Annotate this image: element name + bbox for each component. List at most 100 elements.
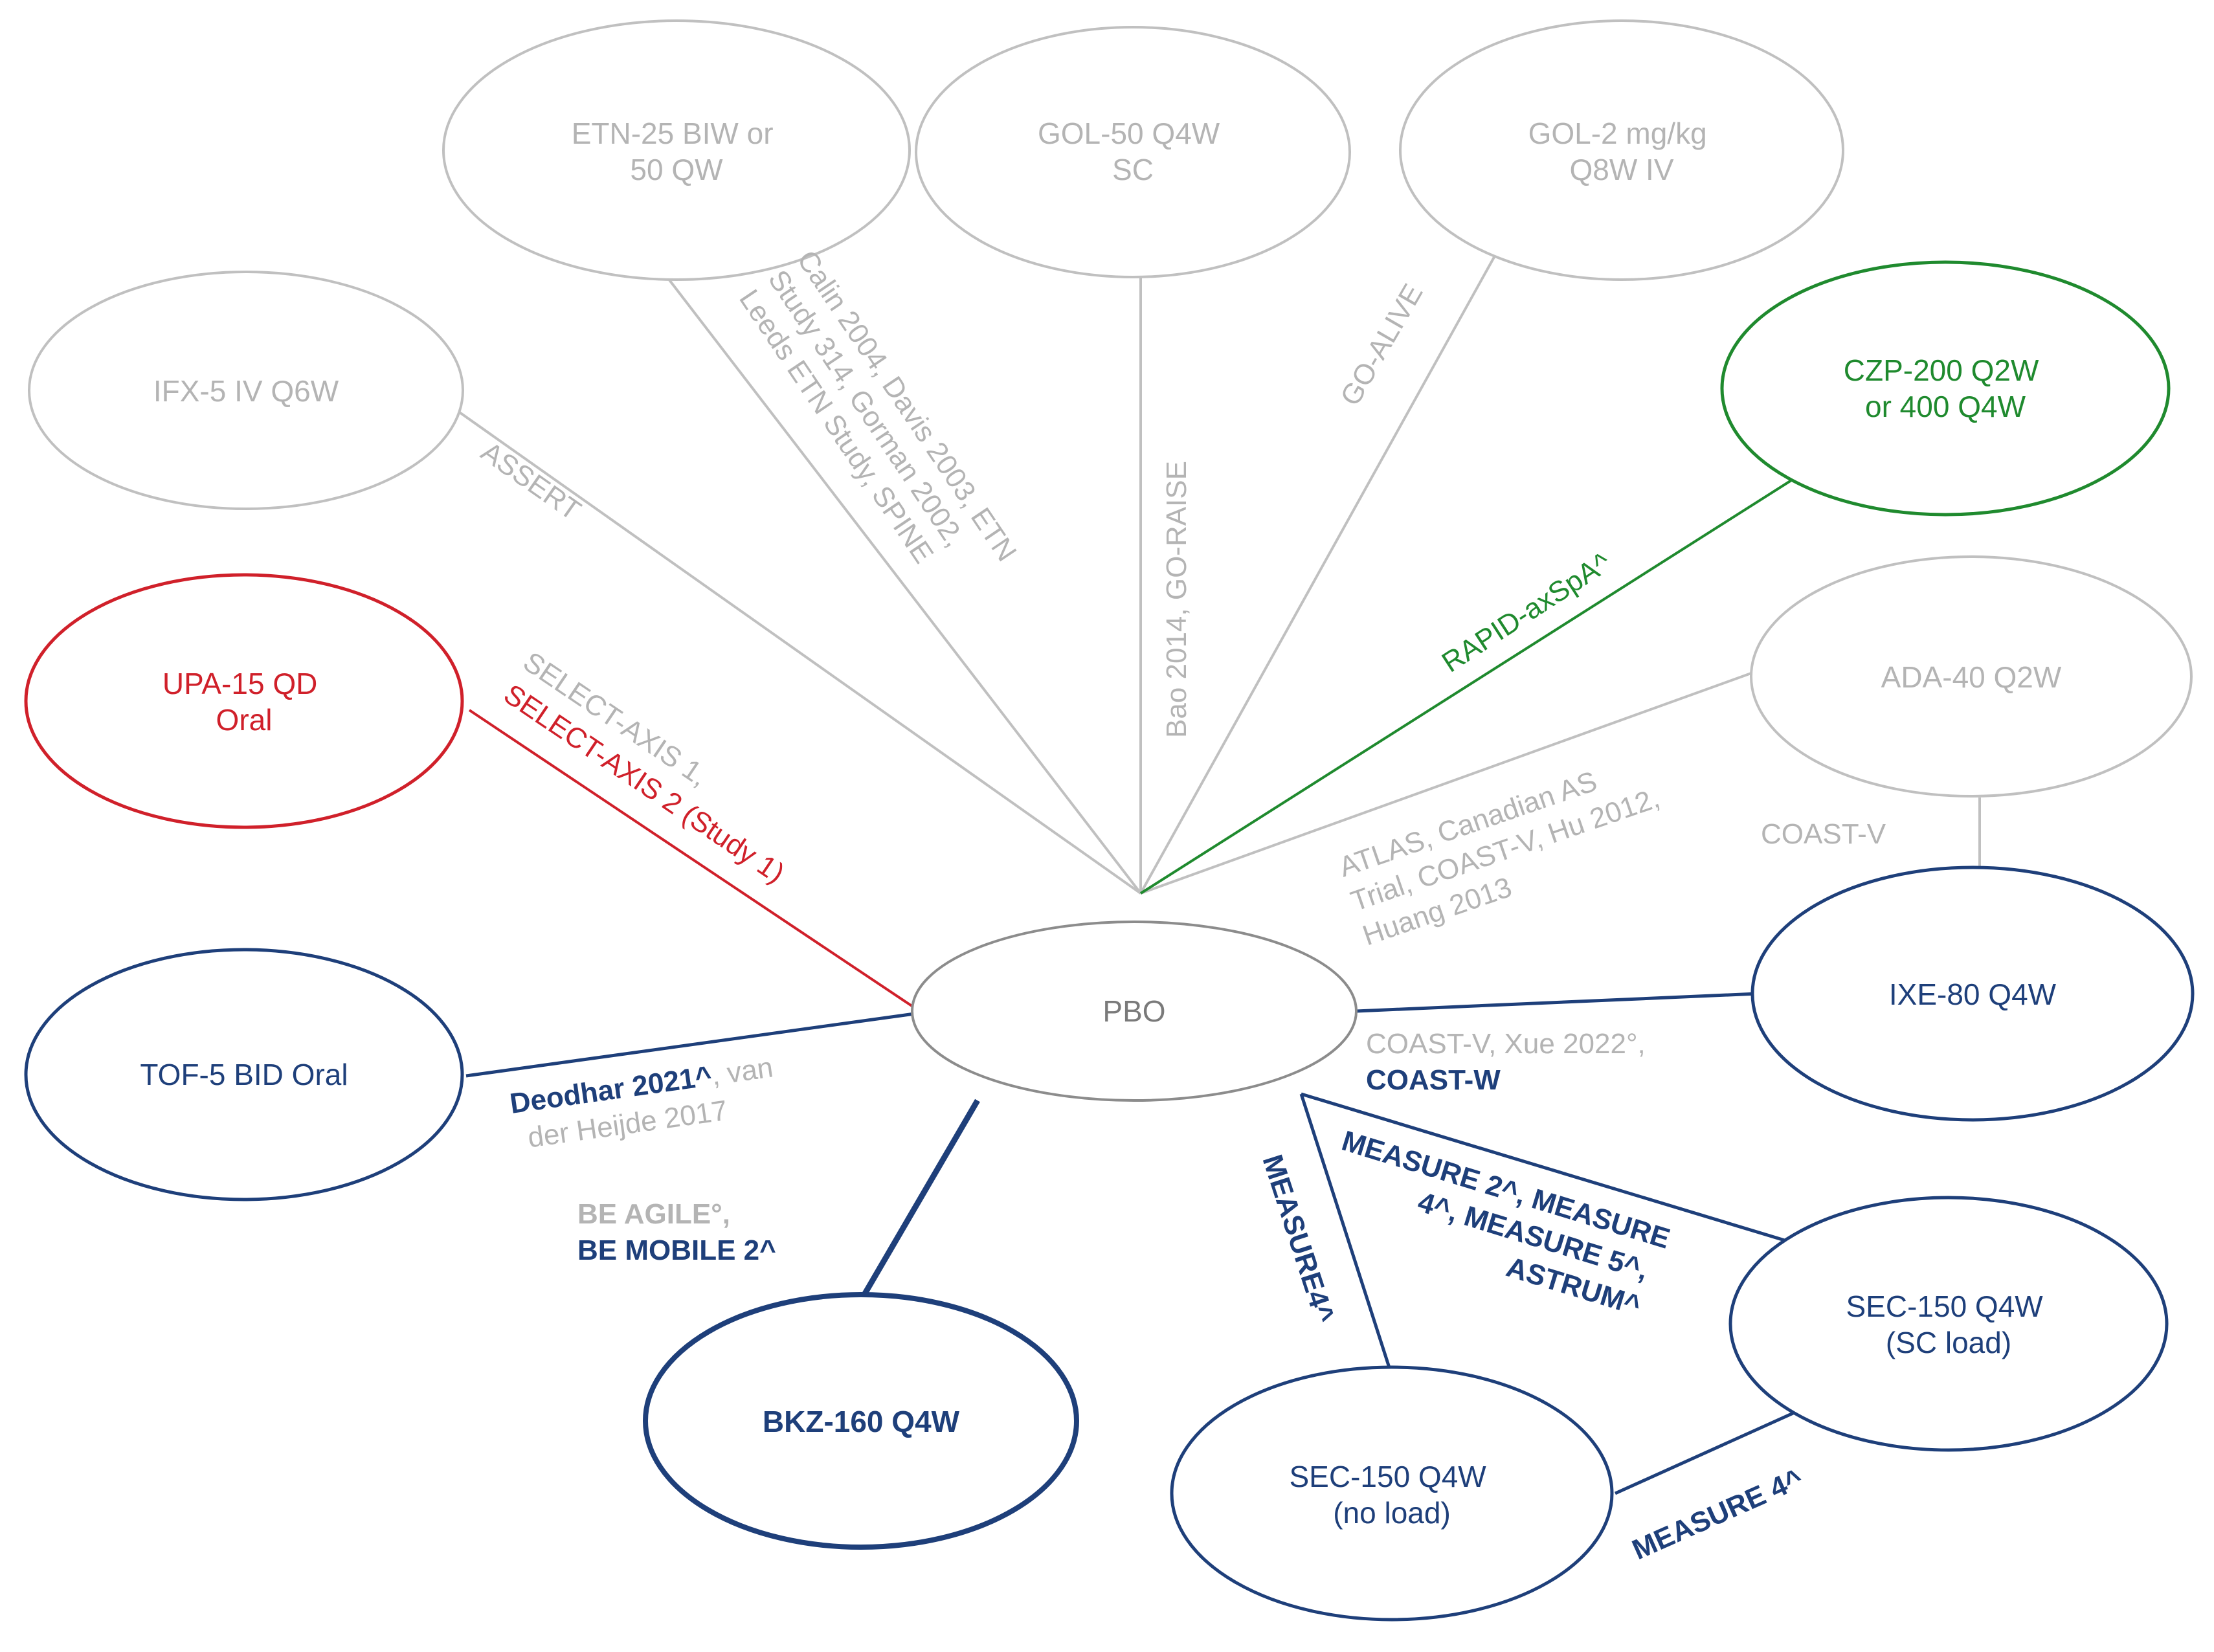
node-upa[interactable]: UPA-15 QD Oral — [24, 573, 464, 829]
edge-label-bkz-grey-line1: BE AGILE°, — [577, 1198, 730, 1230]
edge-label-ixe-grey: COAST-V, Xue 2022°, — [1366, 1028, 1646, 1060]
edge-pbo-tof — [465, 1011, 920, 1078]
edge-pbo-sec-noload — [1299, 1093, 1394, 1376]
node-sec-noload-label-line2: (no load) — [1333, 1496, 1451, 1530]
edge-label-assert: ASSERT — [475, 436, 587, 527]
node-tof[interactable]: TOF-5 BID Oral — [24, 948, 464, 1201]
edge-label-etn: Calin 2004, Davis 2003, ETN Study 314, G… — [733, 245, 1027, 612]
edge-label-ixe-grey-line1: COAST-V, Xue 2022°, — [1366, 1028, 1646, 1060]
edge-label-tof-grey-1: , van — [710, 1051, 775, 1091]
edge-label-gol2: GO-ALIVE — [1334, 279, 1429, 411]
edge-pbo-czp — [1139, 476, 1798, 895]
node-upa-label: UPA-15 QD Oral — [162, 667, 326, 737]
node-bkz-shape — [643, 1292, 1079, 1550]
edge-label-sec-between: MEASURE 4^ — [1627, 1463, 1807, 1567]
edge-pbo-upa — [468, 709, 924, 1014]
edge-label-upa-red-line1: SELECT-AXIS 2 (Study 1) — [498, 678, 790, 889]
node-gol50-shape — [915, 26, 1351, 278]
node-etn-shape — [442, 19, 911, 281]
node-sec-noload[interactable]: SEC-150 Q4W (no load) — [1170, 1365, 1614, 1622]
node-ixe-shape — [1750, 865, 2195, 1122]
edge-sec-load-sec-noload — [1614, 1411, 1795, 1495]
edge-label-ada-ixe-line1: COAST-V — [1761, 818, 1886, 850]
node-czp[interactable]: CZP-200 Q2W or 400 Q4W — [1720, 260, 2171, 517]
node-gol50-label: GOL-50 Q4W SC — [1038, 117, 1228, 186]
edge-label-ixe-blue-line1: COAST-W — [1366, 1064, 1501, 1096]
node-upa-shape — [24, 573, 464, 829]
edge-label-czp: RAPID-axSpA^ — [1437, 546, 1616, 678]
node-ifx[interactable]: IFX-5 IV Q6W — [28, 271, 464, 510]
node-gol50-label-line2: SC — [1112, 153, 1154, 186]
node-upa-label-line2: Oral — [216, 703, 273, 737]
edge-pbo-etn — [667, 277, 1142, 895]
node-sec-noload-label: SEC-150 Q4W (no load) — [1290, 1460, 1495, 1530]
node-sec-load-label: SEC-150 Q4W (SC load) — [1846, 1289, 2052, 1359]
node-gol2-shape — [1399, 19, 1844, 281]
node-ifx-label: IFX-5 IV Q6W — [153, 374, 339, 408]
edge-label-czp-line1: RAPID-axSpA^ — [1437, 546, 1616, 678]
edge-pbo-sec-load — [1301, 1092, 1794, 1245]
node-ada-label-line1: ADA-40 Q2W — [1881, 660, 2062, 694]
node-bkz-label: BKZ-160 Q4W — [763, 1405, 960, 1438]
node-czp-shape — [1720, 260, 2171, 517]
node-czp-label: CZP-200 Q2W or 400 Q4W — [1844, 353, 2047, 423]
node-gol50[interactable]: GOL-50 Q4W SC — [915, 26, 1351, 278]
edge-label-assert-line1: ASSERT — [475, 436, 587, 527]
node-ifx-shape — [28, 271, 464, 510]
node-ixe-label: IXE-80 Q4W — [1889, 977, 2057, 1011]
node-ifx-label-line1: IFX-5 IV Q6W — [153, 374, 339, 408]
node-sec-load[interactable]: SEC-150 Q4W (SC load) — [1728, 1196, 2169, 1452]
node-gol50-label-line1: GOL-50 Q4W — [1038, 117, 1220, 150]
node-pbo-label-line1: PBO — [1102, 994, 1165, 1028]
node-etn-label-line1: ETN-25 BIW or — [572, 117, 774, 150]
edge-label-gol2-line1: GO-ALIVE — [1334, 279, 1429, 411]
edge-label-upa-red: SELECT-AXIS 2 (Study 1) — [498, 678, 790, 889]
node-ada-label: ADA-40 Q2W — [1881, 660, 2062, 694]
node-pbo-shape — [911, 921, 1358, 1102]
edge-pbo-ifx — [452, 407, 1142, 895]
node-tof-label-line1: TOF-5 BID Oral — [140, 1058, 348, 1091]
node-etn-label-line2: 50 QW — [630, 153, 723, 186]
node-sec-load-label-line1: SEC-150 Q4W — [1846, 1289, 2044, 1323]
edge-pbo-ixe — [1356, 992, 1758, 1013]
node-czp-label-line2: or 400 Q4W — [1865, 390, 2026, 423]
edge-label-ada-ixe: COAST-V — [1761, 818, 1886, 850]
node-ada-shape — [1750, 555, 2193, 798]
node-gol2-label-line2: Q8W IV — [1569, 153, 1673, 186]
node-czp-label-line1: CZP-200 Q2W — [1844, 353, 2039, 387]
node-etn-label: ETN-25 BIW or 50 QW — [572, 117, 782, 186]
edge-label-etn-line2: Study 314, Gorman 2002, — [762, 264, 970, 552]
edge-label-ada: ATLAS, Canadian AS Trial, COAST-V, Hu 20… — [1335, 745, 1683, 952]
node-gol2[interactable]: GOL-2 mg/kg Q8W IV — [1399, 19, 1844, 281]
node-pbo-label: PBO — [1102, 994, 1165, 1028]
node-sec-noload-label-line1: SEC-150 Q4W — [1290, 1460, 1487, 1493]
node-ada[interactable]: ADA-40 Q2W — [1750, 555, 2193, 798]
node-sec-load-shape — [1728, 1196, 2169, 1452]
node-tof-label: TOF-5 BID Oral — [140, 1058, 348, 1091]
node-gol2-label: GOL-2 mg/kg Q8W IV — [1528, 117, 1716, 186]
node-etn[interactable]: ETN-25 BIW or 50 QW — [442, 19, 911, 281]
node-sec-load-label-line2: (SC load) — [1886, 1326, 2011, 1359]
edge-label-sec-between-line1: MEASURE 4^ — [1627, 1463, 1807, 1567]
edge-label-bkz-grey: BE AGILE°, — [577, 1198, 730, 1230]
node-ixe-label-line1: IXE-80 Q4W — [1889, 977, 2057, 1011]
node-sec-noload-shape — [1170, 1365, 1614, 1622]
node-tof-shape — [24, 948, 464, 1201]
edge-pbo-gol2 — [1139, 252, 1498, 894]
nodes: PBO ETN-25 BIW or 50 QW GOL-50 Q4W SC GO… — [24, 19, 2195, 1622]
node-pbo[interactable]: PBO — [911, 921, 1358, 1102]
edge-label-ixe-blue: COAST-W — [1366, 1064, 1501, 1096]
edge-label-bkz-blue: BE MOBILE 2^ — [577, 1234, 776, 1266]
edge-label-bkz-blue-line1: BE MOBILE 2^ — [577, 1234, 776, 1266]
node-gol2-label-line1: GOL-2 mg/kg — [1528, 117, 1707, 150]
node-bkz-label-line1: BKZ-160 Q4W — [763, 1405, 960, 1438]
edge-label-gol50-line1: Bao 2014, GO-RAISE — [1161, 461, 1192, 738]
edge-pbo-bkz — [862, 1099, 980, 1297]
node-upa-label-line1: UPA-15 QD — [162, 667, 317, 700]
edge-pbo-ada — [1140, 672, 1752, 895]
node-bkz[interactable]: BKZ-160 Q4W — [643, 1292, 1079, 1550]
edge-label-gol50: Bao 2014, GO-RAISE — [1161, 461, 1192, 738]
node-ixe[interactable]: IXE-80 Q4W — [1750, 865, 2195, 1122]
